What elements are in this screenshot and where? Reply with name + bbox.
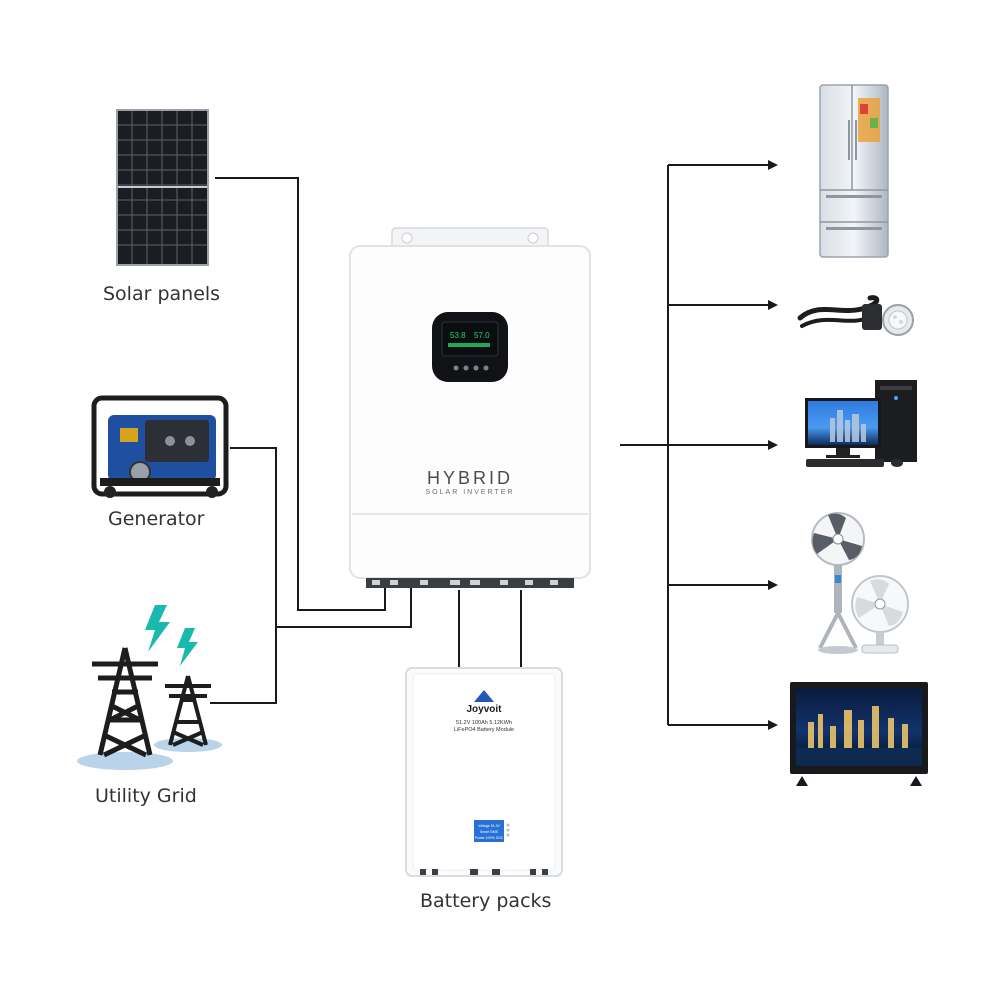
battery-spec-line2: LiFePO4 Battery Module xyxy=(454,727,514,733)
battery-spec-line1: 51.2V 100Ah 5.12KWh xyxy=(456,720,512,726)
display-right-value: 57.0 xyxy=(474,331,490,340)
hybrid-inverter: 53.8 57.0 HYBRID SOLAR INVERTER xyxy=(349,227,591,588)
inverter-title: HYBRID xyxy=(427,468,513,488)
battery-screen-line3: Power 100% SOC xyxy=(475,836,504,840)
refrigerator-icon xyxy=(819,84,889,258)
lightning-icon-large xyxy=(145,605,170,652)
solar-panels-label: Solar panels xyxy=(103,283,221,305)
battery-screen xyxy=(474,820,504,842)
utility-grid-icon xyxy=(77,605,222,770)
standing-fan xyxy=(811,512,865,654)
television-icon xyxy=(790,682,928,786)
desktop-computer-icon xyxy=(805,380,917,467)
solar-wire xyxy=(215,177,386,611)
battery-logo-icon xyxy=(474,690,494,702)
generator-wire xyxy=(210,447,277,704)
inverter-subtitle: SOLAR INVERTER xyxy=(426,489,515,496)
grid-bus-wire xyxy=(276,585,412,628)
battery-brand: Joyvoit xyxy=(466,704,502,715)
electric-fans-icon xyxy=(811,512,909,654)
display-left-value: 53.8 xyxy=(450,331,466,340)
desk-fan xyxy=(851,575,909,654)
led-bulb-icon xyxy=(797,295,914,336)
lightning-icon-small xyxy=(177,628,198,666)
battery-screen-line2: Smart BMS xyxy=(480,830,499,834)
wires xyxy=(210,160,778,730)
generator-label: Generator xyxy=(108,508,205,530)
battery-packs-label: Battery packs xyxy=(420,890,552,912)
battery-pack: Joyvoit 51.2V 100Ah 5.12KWh LiFePO4 Batt… xyxy=(405,667,563,877)
generator-icon xyxy=(91,395,229,498)
utility-grid-label: Utility Grid xyxy=(95,785,197,807)
solar-panel-icon xyxy=(116,109,209,266)
battery-screen-line1: Voltage 51.3V xyxy=(478,824,500,828)
